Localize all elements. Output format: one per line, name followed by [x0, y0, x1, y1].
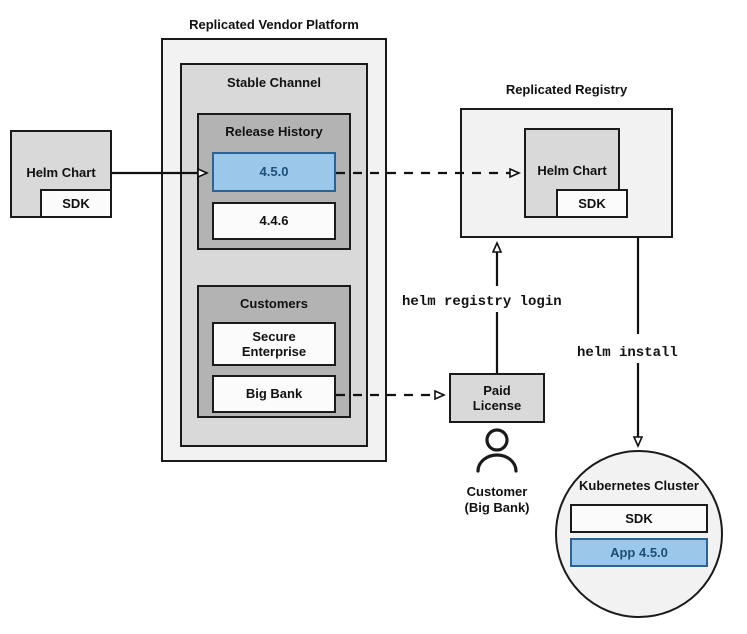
registry-helm-chart-label: Helm Chart: [537, 163, 607, 178]
customer-actor-caption: Customer (Big Bank): [414, 484, 580, 515]
registry-sdk-box: SDK: [556, 189, 628, 218]
kubernetes-cluster-circle: [555, 450, 723, 618]
release-version-4-5-0-label: 4.5.0: [259, 164, 289, 180]
paid-license-line1: Paid: [483, 382, 511, 398]
paid-license-box[interactable]: Paid License: [449, 373, 545, 423]
customers-title: Customers: [240, 296, 308, 311]
release-version-4-4-6[interactable]: 4.4.6: [212, 202, 336, 240]
paid-license-line2: License: [472, 398, 522, 413]
customer-big-bank-label: Big Bank: [245, 386, 303, 402]
customer-actor-line2: (Big Bank): [464, 499, 530, 515]
command-helm-install: helm install: [577, 345, 678, 361]
release-history-title: Release History: [225, 124, 323, 139]
registry-title: Replicated Registry: [505, 82, 628, 97]
vendor-platform-title: Replicated Vendor Platform: [189, 17, 359, 32]
customer-secure-enterprise-line1: Secure: [252, 328, 296, 344]
customer-actor-line1: Customer: [466, 484, 528, 499]
cluster-component-app: App 4.5.0: [570, 538, 708, 567]
command-helm-registry-login: helm registry login: [402, 294, 562, 310]
source-sdk-box: SDK: [40, 189, 112, 218]
source-helm-chart-label: Helm Chart: [26, 165, 96, 180]
release-version-4-5-0[interactable]: 4.5.0: [212, 152, 336, 192]
registry-sdk-label: SDK: [578, 195, 606, 211]
customer-secure-enterprise[interactable]: Secure Enterprise: [212, 322, 336, 366]
cluster-component-sdk: SDK: [570, 504, 708, 533]
person-icon: [476, 428, 518, 473]
source-sdk-label: SDK: [62, 195, 90, 211]
customer-big-bank[interactable]: Big Bank: [212, 375, 336, 413]
stable-channel-title: Stable Channel: [227, 75, 321, 90]
cluster-component-app-label: App 4.5.0: [610, 544, 668, 560]
kubernetes-cluster-title: Kubernetes Cluster: [579, 478, 699, 493]
release-version-4-4-6-label: 4.4.6: [259, 213, 289, 229]
customer-secure-enterprise-line2: Enterprise: [241, 344, 307, 359]
cluster-component-sdk-label: SDK: [625, 510, 653, 526]
